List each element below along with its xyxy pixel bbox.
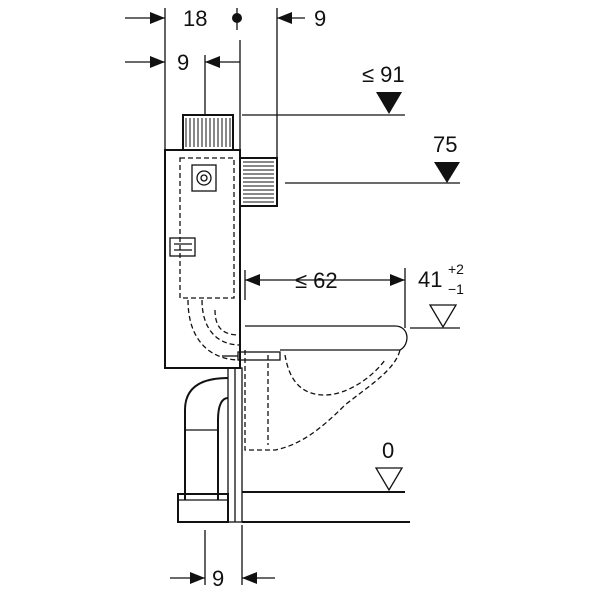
drain-pipe xyxy=(177,351,281,523)
tolerance-plus: +2 xyxy=(448,261,464,277)
height-75-marker: 75 xyxy=(285,132,460,184)
dim-18-group: 18 xyxy=(125,6,242,150)
floor-0-marker: 0 xyxy=(242,438,405,493)
dim-9-second-label: 9 xyxy=(177,50,189,75)
height-91-marker: ≤ 91 xyxy=(242,62,405,116)
height-75-label: 75 xyxy=(433,132,457,157)
dim-9-second-group: 9 xyxy=(125,40,241,290)
cistern-frame xyxy=(164,114,278,369)
dim-9-bottom-label: 9 xyxy=(212,566,224,591)
dim-62-group: ≤ 62 xyxy=(244,268,406,328)
dim-9-top-group: 9 xyxy=(276,6,326,160)
dim-62-label: ≤ 62 xyxy=(295,268,338,293)
dim-18-label: 18 xyxy=(183,6,207,31)
height-41-marker: 41 +2 −1 xyxy=(410,261,464,329)
dim-9-bottom-group: 9 xyxy=(170,525,275,591)
floor-0-label: 0 xyxy=(382,438,394,463)
tolerance-minus: −1 xyxy=(448,281,464,297)
height-91-label: ≤ 91 xyxy=(362,62,405,87)
dim-9-top-label: 9 xyxy=(314,6,326,31)
toilet-outline xyxy=(244,325,408,451)
height-41-label: 41 xyxy=(418,267,442,292)
